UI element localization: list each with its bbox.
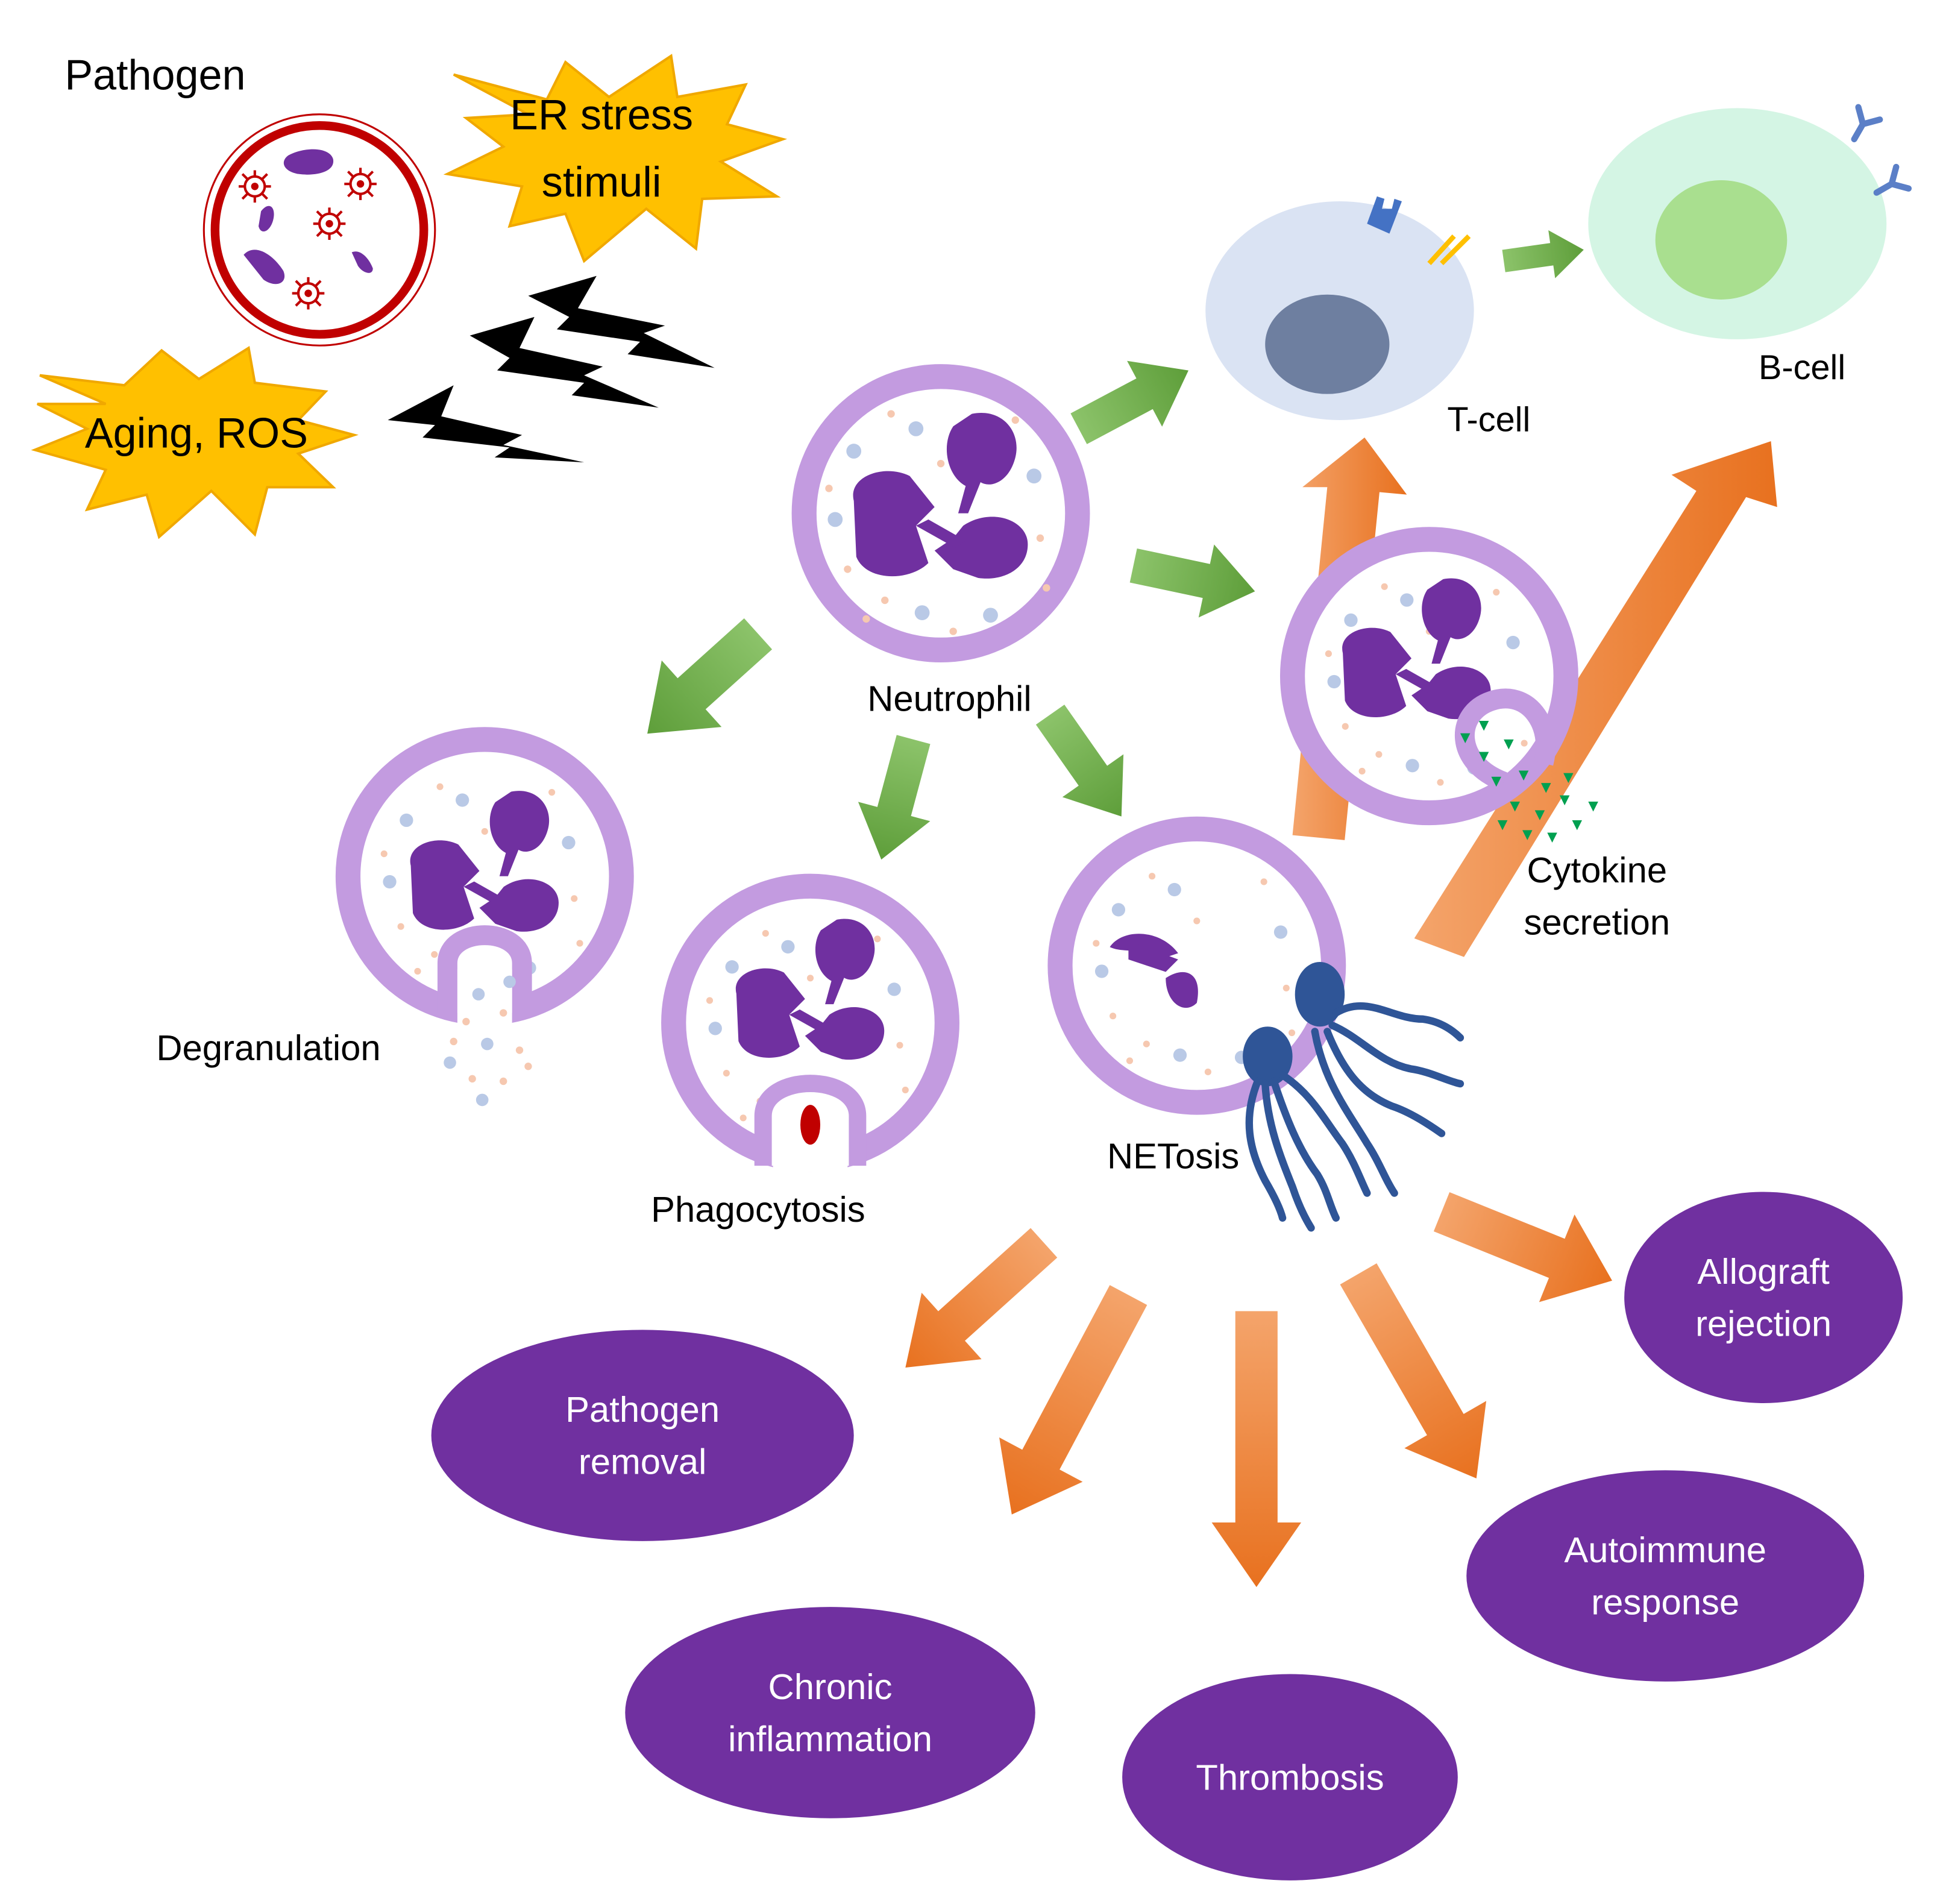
pocket-opening <box>457 969 512 1038</box>
neutrophil-label: Neutrophil <box>867 678 1032 718</box>
nucleus-fragment <box>1110 934 1178 960</box>
outcome-label-line1: Pathogen <box>565 1389 720 1430</box>
green-arrow-icon <box>1125 529 1263 628</box>
pathogen-group: Pathogen <box>64 51 436 347</box>
lightning-bolts <box>388 275 715 463</box>
orange-arrow-to-allograft <box>1433 1192 1612 1302</box>
outcome-label-line1: Allograft <box>1697 1251 1830 1292</box>
orange-arrow-icon <box>1340 1263 1487 1478</box>
outcome-allograft-rejection: Allograft rejection <box>1624 1192 1903 1404</box>
green-arrow-t-to-b <box>1500 225 1587 285</box>
starburst-icon <box>443 54 788 263</box>
green-arrow-to-degranulation <box>617 600 788 767</box>
virus-icon <box>344 168 377 200</box>
green-arrow-to-netosis <box>1019 693 1152 838</box>
antigen-icon <box>1427 234 1471 266</box>
er-stress-burst: ER stress stimuli <box>443 54 788 263</box>
b-cell-nucleus <box>1655 180 1788 300</box>
bacterium-icon <box>258 206 274 232</box>
t-cell-label: T-cell <box>1447 401 1530 439</box>
orange-arrow-icon <box>1211 1311 1302 1588</box>
outcome-label-line1: Chronic <box>768 1667 893 1707</box>
outcome-label-line2: response <box>1591 1582 1739 1623</box>
phagocytosis-label: Phagocytosis <box>651 1189 865 1230</box>
cytokine-secreting-neutrophil <box>1293 539 1566 813</box>
orange-arrow-to-pathogen-removal <box>905 1228 1058 1368</box>
net-strands <box>1243 961 1464 1232</box>
outcome-label: Thrombosis <box>1196 1757 1384 1797</box>
lightning-icon <box>528 275 715 368</box>
outcome-label-line2: inflammation <box>728 1718 932 1759</box>
aging-ros-burst: Aging, ROS <box>31 345 359 539</box>
orange-arrow-icon <box>999 1285 1147 1515</box>
b-cell: B-cell <box>1588 107 1909 387</box>
orange-arrow-to-thrombosis <box>1211 1311 1302 1588</box>
outcome-oval <box>1624 1192 1903 1404</box>
cytokine-label-line1: Cytokine <box>1527 850 1667 890</box>
bacterium-icon <box>351 251 373 273</box>
green-arrow-to-tcell <box>1061 337 1207 462</box>
orange-arrow-to-bcell <box>1414 441 1777 957</box>
er-stress-line2: stimuli <box>542 159 662 206</box>
green-arrow-icon <box>845 729 950 870</box>
virus-icon <box>292 277 325 310</box>
bacterium-icon <box>243 250 285 284</box>
b-cell-label: B-cell <box>1759 348 1845 387</box>
secretory-pocket <box>1455 688 1556 791</box>
engulfed-pathogen-icon <box>800 1105 821 1145</box>
released-granules <box>444 975 532 1107</box>
outcome-label-line2: removal <box>579 1442 707 1482</box>
orange-arrow-to-autoimmune <box>1340 1263 1487 1478</box>
outcome-thrombosis: Thrombosis <box>1122 1674 1458 1880</box>
outcome-oval <box>625 1607 1035 1818</box>
virus-icon <box>313 207 346 240</box>
lightning-icon <box>469 316 659 408</box>
green-arrow-icon <box>617 600 788 767</box>
outcome-label-line1: Autoimmune <box>1564 1530 1766 1570</box>
lightning-icon <box>388 385 585 463</box>
outcome-autoimmune-response: Autoimmune response <box>1466 1470 1865 1682</box>
er-stress-line1: ER stress <box>510 91 693 138</box>
aging-ros-label: Aging, ROS <box>85 409 308 456</box>
outcome-pathogen-removal: Pathogen removal <box>431 1330 854 1541</box>
outcome-chronic-inflammation: Chronic inflammation <box>625 1607 1035 1818</box>
netosis-neutrophil <box>1060 829 1334 1102</box>
nucleus-fragment <box>1128 940 1178 972</box>
outcome-label-line2: rejection <box>1695 1304 1832 1344</box>
cytokine-particles <box>1460 720 1598 843</box>
virus-icon <box>239 170 271 203</box>
nucleus-fragment <box>1166 972 1198 1008</box>
orange-arrow-to-chronic-inflammation <box>999 1285 1147 1515</box>
phagocytosis-neutrophil <box>674 886 947 1172</box>
bacterium-icon <box>283 149 334 175</box>
antibody-icon <box>1844 107 1880 145</box>
degranulation-label: Degranulation <box>156 1028 380 1068</box>
pathogen-label: Pathogen <box>64 51 245 98</box>
orange-arrow-icon <box>1414 441 1777 957</box>
neutrophil-cell <box>804 377 1078 650</box>
net-head-icon <box>1295 961 1345 1027</box>
outcome-oval <box>1122 1674 1458 1880</box>
green-arrow-to-cytokine <box>1125 529 1263 628</box>
outcome-oval <box>431 1330 854 1541</box>
net-head-icon <box>1243 1026 1293 1087</box>
cytokine-label-line2: secretion <box>1524 902 1670 943</box>
tcr-receptor-icon <box>1367 196 1402 234</box>
orange-arrow-icon <box>905 1228 1058 1368</box>
green-arrow-to-phagocytosis <box>845 729 950 870</box>
green-arrow-icon <box>1061 337 1207 462</box>
degranulation-neutrophil <box>348 740 621 1038</box>
orange-arrow-icon <box>1433 1192 1612 1302</box>
green-arrow-icon <box>1500 225 1587 285</box>
pathogen-vesicle <box>210 121 428 339</box>
starburst-icon <box>31 345 359 539</box>
t-cell-nucleus <box>1265 294 1390 394</box>
outcome-oval <box>1466 1470 1865 1682</box>
netosis-label: NETosis <box>1107 1136 1239 1176</box>
green-arrow-icon <box>1019 693 1152 838</box>
t-cell: T-cell <box>1205 196 1530 439</box>
